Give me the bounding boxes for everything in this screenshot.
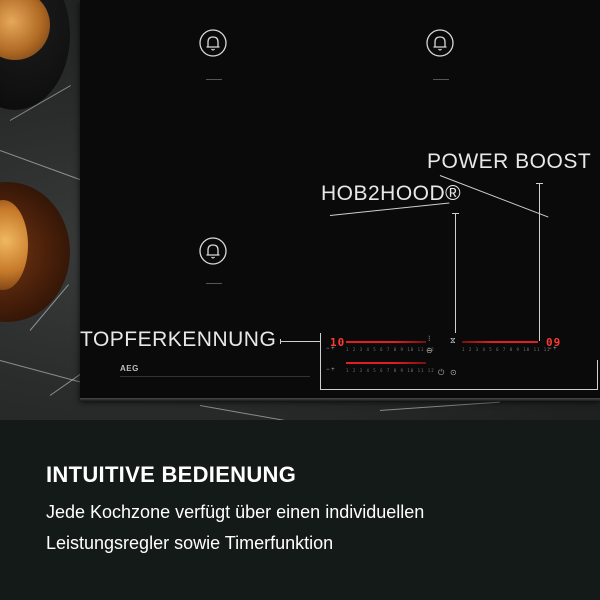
bell-icon (425, 28, 455, 58)
hob-edge (80, 398, 600, 401)
caption-line-2: Leistungsregler sowie Timerfunktion (46, 533, 334, 553)
aeg-logo: AEG (120, 364, 139, 373)
hob2hood-label: HOB2HOOD® (321, 182, 462, 205)
power-icon: ⏻ (438, 368, 445, 377)
topferkennung-label: TOPFERKENNUNG (80, 328, 277, 351)
left-display: 10 (330, 336, 346, 349)
hob2hood-leader (455, 213, 456, 333)
caption-text: Jede Kochzone verfügt über einen individ… (46, 497, 586, 559)
caption-title: INTUITIVE BEDIENUNG (46, 462, 297, 487)
caption: INTUITIVE BEDIENUNG Jede Kochzone verfüg… (46, 462, 586, 559)
timer-icon: ⁝ (428, 334, 431, 343)
induction-hob (80, 0, 600, 400)
bell-icon (198, 236, 228, 266)
minus-icon: − + (548, 346, 557, 352)
minus-icon: − + (326, 346, 335, 352)
minus-icon: − + (326, 367, 335, 373)
power-boost-leader (539, 183, 540, 341)
hob-frame-line (120, 376, 310, 377)
product-photo: POWER BOOST HOB2HOOD® TOPFERKENNUNG 10 1… (0, 0, 600, 420)
right-display: 09 (546, 336, 562, 349)
bell-icon (198, 28, 228, 58)
power-boost-label: POWER BOOST (427, 150, 592, 173)
lock-icon: ⊖ (426, 346, 433, 355)
clock-icon: ⊙ (450, 368, 457, 377)
caption-line-1: Jede Kochzone verfügt über einen individ… (46, 502, 425, 522)
hob2hood-icon: ⧖ (450, 336, 456, 345)
topferkennung-leader (280, 341, 320, 342)
